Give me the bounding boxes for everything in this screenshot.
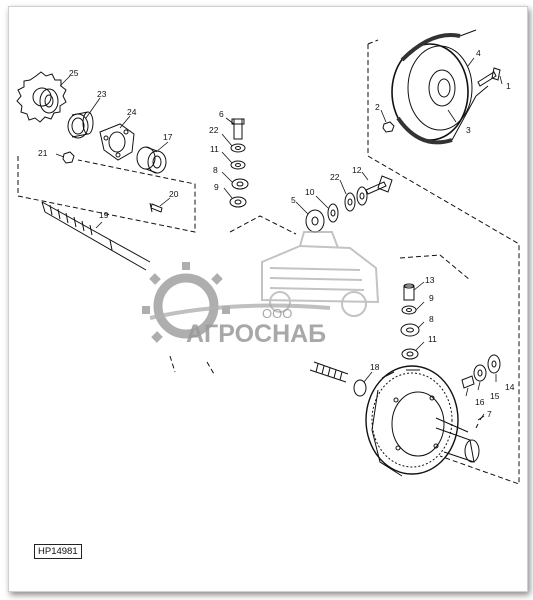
washers-14-15 bbox=[473, 354, 501, 382]
diagram-frame bbox=[8, 6, 528, 592]
callout-1: 1 bbox=[506, 81, 511, 91]
callout-13: 13 bbox=[425, 275, 435, 285]
callout-5: 5 bbox=[291, 195, 296, 205]
figure-code-label: HP14981 bbox=[34, 544, 82, 559]
callout-17: 17 bbox=[163, 132, 173, 142]
leader-lines bbox=[55, 57, 503, 421]
watermark-prefix: ООО bbox=[262, 306, 292, 321]
callout-16: 16 bbox=[475, 397, 485, 407]
callout-11b: 11 bbox=[428, 334, 437, 344]
callout-10: 10 bbox=[305, 187, 315, 197]
callout-22b: 22 bbox=[330, 172, 340, 182]
bushing-17 bbox=[136, 146, 167, 174]
callout-19: 19 bbox=[99, 210, 109, 220]
callout-21: 21 bbox=[38, 148, 48, 158]
shaft-19 bbox=[41, 201, 151, 271]
callout-7: 7 bbox=[487, 409, 492, 419]
callout-6: 6 bbox=[219, 109, 224, 119]
watermark: ООО АГРОСНАБ bbox=[142, 231, 380, 348]
callout-22a: 22 bbox=[209, 125, 219, 135]
callout-9b: 9 bbox=[429, 293, 434, 303]
bolt-16 bbox=[461, 375, 475, 389]
callout-18: 18 bbox=[370, 362, 380, 372]
callout-11a: 11 bbox=[210, 144, 219, 154]
callout-23: 23 bbox=[97, 89, 107, 99]
callout-25: 25 bbox=[69, 68, 79, 78]
bearing-23 bbox=[67, 111, 94, 139]
pin-7 bbox=[475, 415, 485, 429]
callout-2: 2 bbox=[375, 102, 380, 112]
callout-24: 24 bbox=[127, 107, 137, 117]
bolt-20 bbox=[149, 202, 163, 213]
callout-9a: 9 bbox=[214, 182, 219, 192]
callout-8b: 8 bbox=[429, 314, 434, 324]
input-shaft bbox=[309, 361, 349, 383]
callout-15: 15 bbox=[490, 391, 500, 401]
flange-24 bbox=[99, 123, 135, 161]
gearbox-housing bbox=[365, 365, 480, 477]
callout-14: 14 bbox=[505, 382, 515, 392]
bolt-stack-center bbox=[229, 118, 249, 208]
dashed-boundaries bbox=[17, 39, 520, 485]
bolt-12-assembly bbox=[305, 175, 393, 233]
nut-21 bbox=[62, 151, 75, 164]
callout-12: 12 bbox=[352, 165, 362, 175]
bolt-1 bbox=[477, 67, 501, 87]
callout-4: 4 bbox=[476, 48, 481, 58]
watermark-name: АГРОСНАБ bbox=[186, 320, 326, 348]
callouts: 1 2 3 4 5 6 7 8 8 9 9 10 11 11 12 13 14 … bbox=[38, 48, 515, 419]
combine-harvester-icon bbox=[261, 231, 380, 317]
o-ring-18 bbox=[353, 379, 367, 397]
pulley-3 bbox=[391, 29, 489, 145]
callout-3: 3 bbox=[466, 125, 471, 135]
callout-8a: 8 bbox=[213, 165, 218, 175]
nut-2 bbox=[382, 121, 395, 133]
gear-logo-icon bbox=[142, 262, 230, 343]
bolt-stack-right bbox=[400, 283, 420, 360]
callout-20: 20 bbox=[169, 189, 179, 199]
sprocket-25 bbox=[16, 71, 67, 123]
